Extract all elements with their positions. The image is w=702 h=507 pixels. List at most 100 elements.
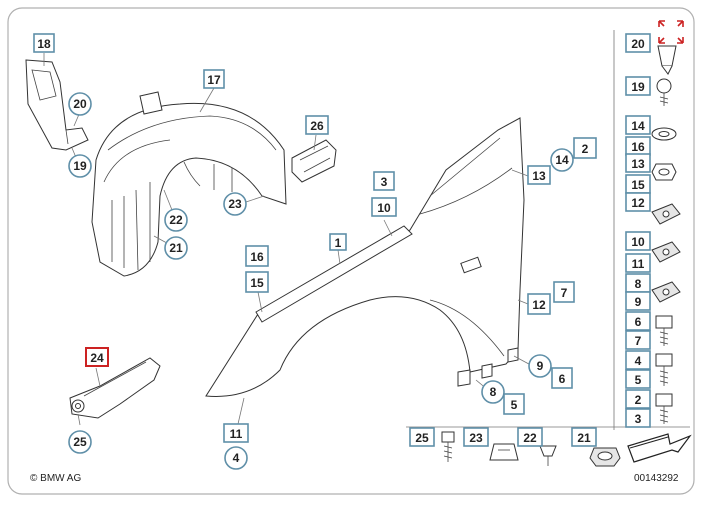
bottom-label-21[interactable]: 21: [571, 427, 597, 447]
label-8-fender[interactable]: 8: [481, 380, 505, 404]
part-18-bracket: [25, 59, 89, 151]
svg-text:12: 12: [532, 298, 546, 312]
label-1[interactable]: 1: [329, 233, 347, 251]
label-16-fender[interactable]: 16: [245, 245, 269, 267]
svg-text:10: 10: [377, 201, 391, 215]
label-21[interactable]: 21: [164, 236, 188, 260]
column-label-6[interactable]: 6: [625, 311, 651, 331]
column-label-10[interactable]: 10: [625, 231, 651, 251]
label-2-fender[interactable]: 2: [573, 137, 597, 159]
label-23[interactable]: 23: [223, 192, 247, 216]
column-label-9[interactable]: 9: [625, 291, 651, 311]
column-label-11[interactable]: 11: [625, 253, 651, 273]
svg-text:3: 3: [381, 175, 388, 189]
svg-text:21: 21: [169, 241, 183, 255]
document-number: 00143292: [634, 473, 679, 484]
svg-text:22: 22: [169, 213, 183, 227]
label-9-fender[interactable]: 9: [528, 354, 552, 378]
label-22[interactable]: 22: [164, 208, 188, 232]
svg-text:22: 22: [523, 431, 537, 445]
column-label-2[interactable]: 2: [625, 389, 651, 409]
svg-text:20: 20: [73, 97, 87, 111]
column-label-7[interactable]: 7: [625, 330, 651, 350]
part-1-fender: [205, 117, 525, 397]
parts-column-labels: 20 19 14 16 13 15 12 10 11 8 9 6 7 4 5 2…: [625, 33, 651, 428]
svg-text:13: 13: [631, 157, 645, 171]
copyright-text: © BMW AG: [30, 473, 81, 484]
svg-text:8: 8: [490, 385, 497, 399]
svg-text:11: 11: [632, 257, 645, 271]
label-20-bracket[interactable]: 20: [68, 92, 92, 116]
part-24-bracket: [69, 357, 161, 419]
part-26-cover: [291, 139, 337, 183]
column-label-3[interactable]: 3: [625, 408, 651, 428]
label-10-fender[interactable]: 10: [371, 197, 397, 217]
svg-text:15: 15: [631, 178, 645, 192]
svg-text:5: 5: [635, 373, 642, 387]
column-label-8[interactable]: 8: [625, 273, 651, 293]
label-26[interactable]: 26: [305, 115, 329, 135]
hardware-column-shapes: [651, 45, 681, 424]
svg-text:9: 9: [537, 359, 544, 373]
label-15-fender[interactable]: 15: [245, 271, 269, 293]
svg-text:1: 1: [335, 236, 342, 250]
svg-text:17: 17: [207, 73, 221, 87]
label-5-fender[interactable]: 5: [503, 393, 525, 415]
svg-text:25: 25: [73, 435, 87, 449]
svg-text:6: 6: [559, 372, 566, 386]
label-17[interactable]: 17: [203, 69, 225, 89]
red-expand-corners-icon[interactable]: [658, 20, 684, 44]
label-7-fender[interactable]: 7: [553, 281, 575, 303]
bottom-label-22[interactable]: 22: [517, 427, 543, 447]
svg-text:26: 26: [310, 119, 324, 133]
label-14-fender[interactable]: 14: [550, 148, 574, 172]
svg-text:8: 8: [635, 277, 642, 291]
svg-text:9: 9: [635, 295, 642, 309]
label-6-fender[interactable]: 6: [551, 367, 573, 389]
svg-text:24: 24: [90, 351, 104, 365]
svg-text:23: 23: [228, 197, 242, 211]
part-17-wheel-arch-liner: [91, 91, 287, 277]
column-label-5[interactable]: 5: [625, 369, 651, 389]
svg-text:13: 13: [532, 169, 546, 183]
svg-text:5: 5: [511, 398, 518, 412]
column-label-16[interactable]: 16: [625, 136, 651, 156]
column-label-4[interactable]: 4: [625, 350, 651, 370]
bottom-label-23[interactable]: 23: [463, 427, 489, 447]
label-13-fender[interactable]: 13: [527, 165, 551, 185]
column-label-19[interactable]: 19: [625, 76, 651, 96]
label-19-bracket[interactable]: 19: [68, 154, 92, 178]
svg-text:15: 15: [250, 276, 264, 290]
label-12-fender[interactable]: 12: [527, 293, 551, 315]
svg-text:25: 25: [415, 431, 429, 445]
svg-text:3: 3: [635, 412, 642, 426]
svg-text:7: 7: [635, 334, 642, 348]
column-label-14[interactable]: 14: [625, 115, 651, 135]
label-11-fender[interactable]: 11: [223, 423, 249, 443]
label-3-fender[interactable]: 3: [373, 171, 395, 191]
svg-text:21: 21: [577, 431, 591, 445]
svg-text:18: 18: [37, 37, 51, 51]
label-4-fender[interactable]: 4: [224, 446, 248, 470]
svg-text:16: 16: [250, 250, 264, 264]
column-label-15[interactable]: 15: [625, 174, 651, 194]
column-label-12[interactable]: 12: [625, 192, 651, 212]
bottom-row-labels: 25 23 22 21: [409, 427, 597, 447]
column-label-13[interactable]: 13: [625, 153, 651, 173]
column-label-20[interactable]: 20: [625, 33, 651, 53]
svg-text:11: 11: [230, 427, 243, 441]
svg-text:4: 4: [233, 451, 240, 465]
svg-text:19: 19: [73, 159, 87, 173]
svg-text:6: 6: [635, 315, 642, 329]
bottom-label-25[interactable]: 25: [409, 427, 435, 447]
arrow-icon: [627, 433, 692, 463]
svg-text:14: 14: [631, 119, 645, 133]
label-18[interactable]: 18: [33, 33, 55, 53]
svg-text:2: 2: [635, 393, 642, 407]
svg-text:16: 16: [631, 140, 645, 154]
label-25-bracket[interactable]: 25: [68, 430, 92, 454]
label-24[interactable]: 24: [85, 347, 109, 367]
svg-text:7: 7: [561, 286, 568, 300]
